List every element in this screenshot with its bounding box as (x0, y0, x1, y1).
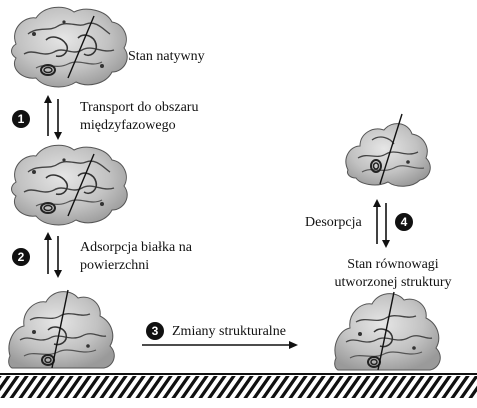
step-4-marker: 4 (395, 213, 413, 231)
adsorption-arrow (44, 232, 62, 278)
step-2-marker: 2 (12, 248, 30, 266)
native-state-label: Stan natywny (128, 49, 205, 64)
transport-label-line1: Transport do obszaru (80, 100, 199, 115)
transport-arrow (44, 95, 62, 140)
structural-changes-label: Zmiany strukturalne (172, 324, 286, 339)
equilibrium-label-line2: utworzonej struktury (334, 275, 452, 290)
desorption-arrow (373, 199, 390, 248)
equilibrium-protein-icon (333, 291, 442, 371)
desorption-label: Desorpcja (305, 215, 362, 230)
step-1-marker: 1 (12, 110, 30, 128)
surface (0, 373, 477, 398)
structural-change-arrow (142, 341, 298, 349)
native-protein-icon (10, 6, 129, 88)
transported-protein-icon (10, 144, 129, 226)
adsorption-label-line1: Adsorpcja białka na (80, 240, 192, 255)
desorbed-protein-icon (344, 113, 432, 188)
equilibrium-label-line1: Stan równowagi (347, 257, 439, 272)
step-3-marker: 3 (146, 322, 164, 340)
adsorption-label-line2: powierzchni (80, 258, 150, 273)
adsorbed-protein-icon (7, 289, 116, 369)
transport-label-line2: międzyfazowego (80, 118, 176, 133)
